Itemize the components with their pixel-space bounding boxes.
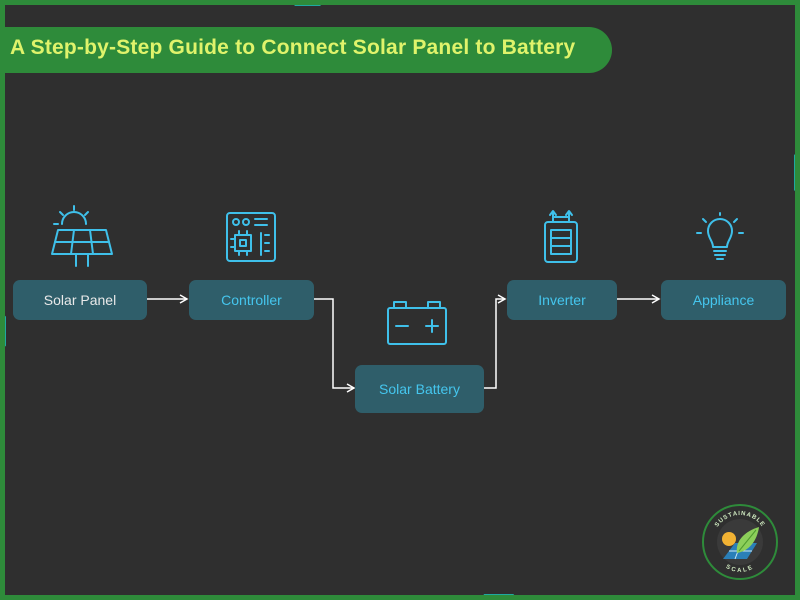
node-controller: Controller: [189, 280, 314, 320]
page-title: A Step-by-Step Guide to Connect Solar Pa…: [10, 36, 576, 59]
battery-icon: [387, 301, 447, 345]
connector-solar-battery-to-inverter: [484, 294, 507, 389]
logo-text-bottom: SCALE: [725, 564, 754, 574]
node-inverter: Inverter: [507, 280, 617, 320]
node-solar-panel: Solar Panel: [13, 280, 147, 320]
sustainable-scale-logo: SUSTAINABLE SCALE: [702, 504, 778, 580]
light-bulb-icon: [696, 212, 744, 260]
node-appliance: Appliance: [661, 280, 786, 320]
svg-text:SCALE: SCALE: [725, 564, 756, 574]
title-bar: [0, 27, 612, 73]
node-solar-battery: Solar Battery: [355, 365, 484, 413]
connector-controller-to-solar-battery: [314, 298, 356, 393]
node-label-solar-panel: Solar Panel: [43, 292, 117, 308]
charge-controller-icon: [226, 212, 276, 262]
node-label-solar-battery: Solar Battery: [379, 381, 460, 397]
inverter-icon: [544, 210, 578, 263]
node-label-controller: Controller: [221, 292, 282, 308]
node-label-appliance: Appliance: [692, 292, 755, 308]
solar-panel-icon: [51, 205, 113, 267]
node-label-inverter: Inverter: [538, 292, 586, 308]
